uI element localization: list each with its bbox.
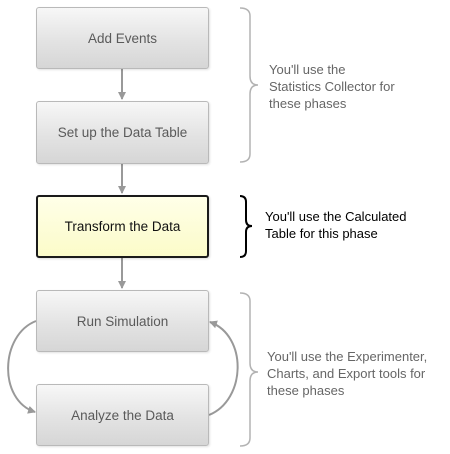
note-line: You'll use the <box>269 62 346 77</box>
note-statistics-collector: You'll use the Statistics Collector for … <box>269 61 395 112</box>
step-add-events-label: Add Events <box>87 30 158 46</box>
step-set-up-data-table: Set up the Data Table <box>36 101 209 164</box>
brace-calculated-phase <box>239 195 253 258</box>
step-run-simulation: Run Simulation <box>36 290 209 352</box>
step-add-events: Add Events <box>36 7 209 69</box>
brace-statistics-phases <box>239 7 259 163</box>
note-line: You'll use the Calculated <box>265 209 407 224</box>
step-analyze-data-label: Analyze the Data <box>71 407 174 423</box>
note-line: these phases <box>269 96 347 111</box>
note-line: You'll use the Experimenter, <box>267 349 428 364</box>
note-line: Table for this phase <box>265 226 378 241</box>
note-experimenter-tools: You'll use the Experimenter, Charts, and… <box>267 348 427 399</box>
brace-experimenter-phases <box>239 292 259 447</box>
loop-arrow-run-to-analyze <box>7 320 37 414</box>
note-line: Statistics Collector for <box>269 79 395 94</box>
step-transform-data: Transform the Data <box>36 195 209 258</box>
step-set-up-data-table-label: Set up the Data Table <box>57 125 188 140</box>
note-line: Charts, and Export tools for <box>267 366 426 381</box>
note-line: these phases <box>267 383 345 398</box>
loop-arrow-analyze-to-run <box>208 320 239 416</box>
step-transform-data-label: Transform the Data <box>64 219 181 234</box>
note-calculated-table: You'll use the Calculated Table for this… <box>265 208 407 242</box>
step-run-simulation-label: Run Simulation <box>76 313 169 329</box>
step-analyze-data: Analyze the Data <box>36 384 209 446</box>
